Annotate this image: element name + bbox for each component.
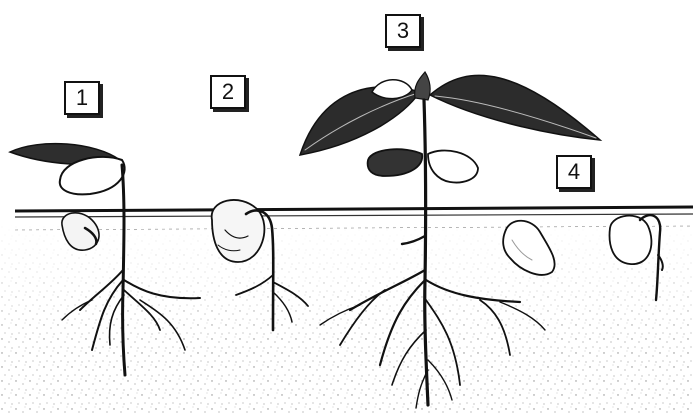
stage-3-label: 3 — [385, 14, 421, 48]
soil — [0, 222, 693, 413]
stage-2-label: 2 — [210, 75, 246, 109]
stage-4-label: 4 — [556, 155, 592, 189]
stage-1-label: 1 — [64, 81, 100, 115]
